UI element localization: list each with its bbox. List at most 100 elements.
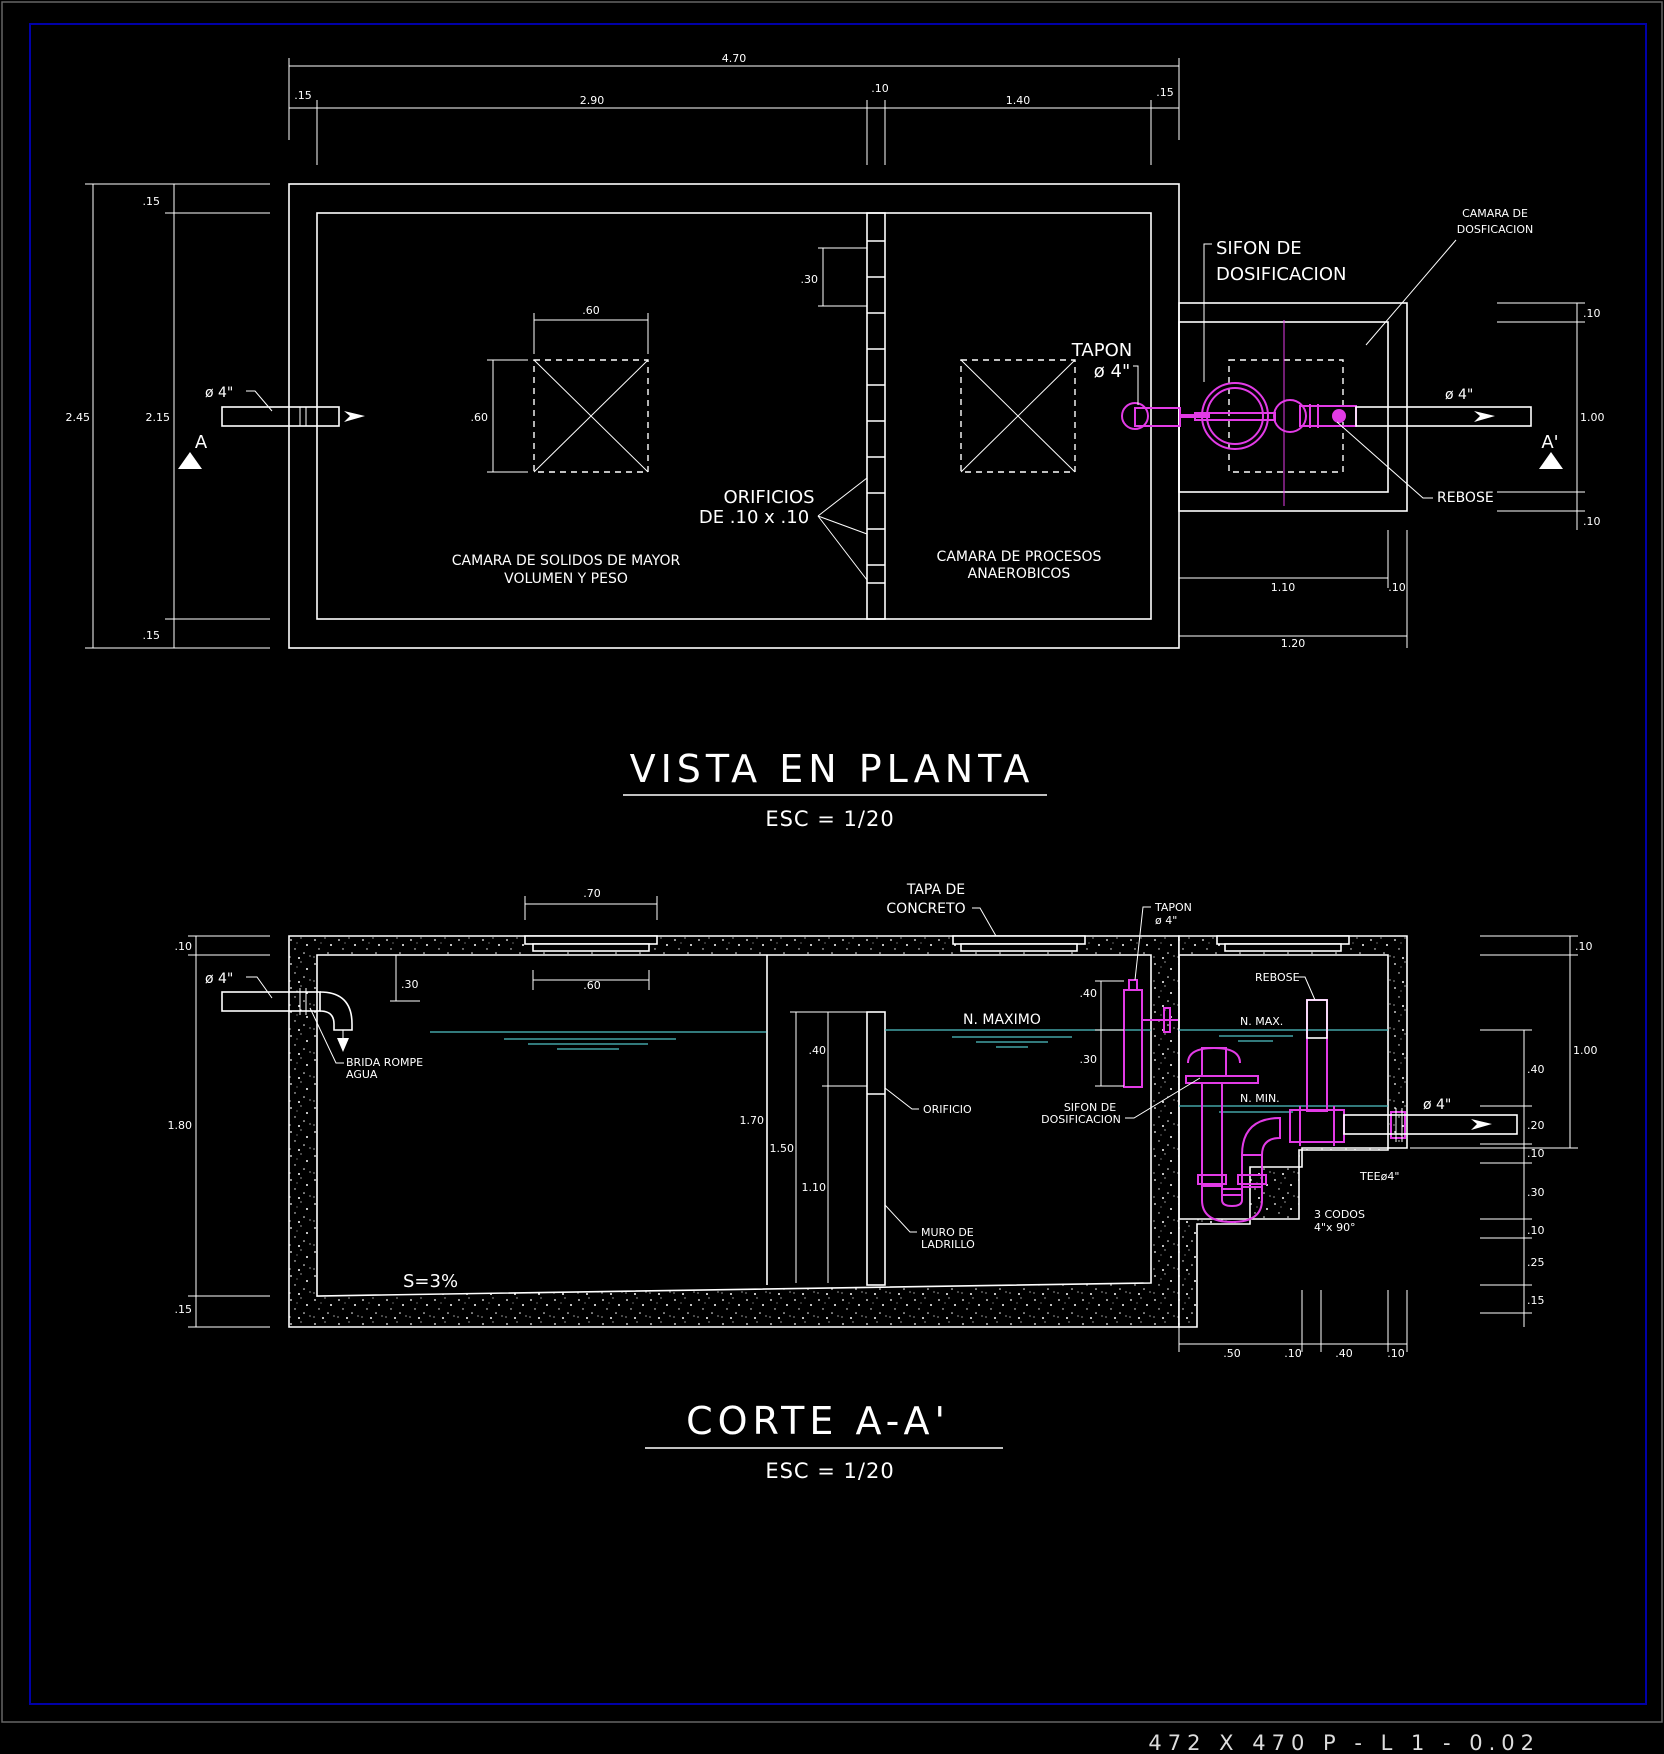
section-inlet-label: ø 4" <box>205 971 233 987</box>
section-tapon-label-1: TAPON <box>1154 901 1192 914</box>
section-outlet-label: ø 4" <box>1423 1097 1451 1113</box>
section-sifon-label-1: SIFON DE <box>1064 1101 1116 1114</box>
plan-dim-chamber2: 1.40 <box>1006 94 1031 107</box>
plan-chamber1-label-2: VOLUMEN Y PESO <box>504 571 628 587</box>
section-dim-depth-total: 1.80 <box>168 1119 193 1132</box>
section-tapon-label-2: ø 4" <box>1155 914 1177 927</box>
plan-siphon-assembly <box>1121 382 1357 450</box>
plan-dim-dose-wall-bottom: .10 <box>1583 515 1601 528</box>
section-dim-lid-inner: .60 <box>583 979 601 992</box>
plan-partition-wall <box>866 212 886 620</box>
plan-dim-chamber1: 2.90 <box>580 94 605 107</box>
section-left-dims <box>188 935 420 1328</box>
section-dim-b-50: .50 <box>1223 1347 1241 1360</box>
plan-hatch-h-label: .60 <box>471 411 489 424</box>
section-muro-label-1: MURO DE <box>921 1226 974 1239</box>
plan-hatch-dims <box>487 247 867 473</box>
plan-dose-ch-label-2: DOSFICACION <box>1457 223 1534 236</box>
section-sifon-label-2: DOSIFICACION <box>1041 1113 1121 1126</box>
section-muro-label-2: LADRILLO <box>921 1238 975 1251</box>
section-dim-r-25: .25 <box>1527 1256 1545 1269</box>
plan-dose-ch-leader <box>1365 239 1457 346</box>
section-n-min-label: N. MIN. <box>1240 1092 1280 1105</box>
section-right-dims <box>1410 935 1578 1327</box>
section-dim-bottom-slab: .15 <box>175 1303 193 1316</box>
section-tee-label: TEEø4" <box>1359 1170 1399 1183</box>
plan-dim-partition: .10 <box>871 82 889 95</box>
section-dose-shell <box>1178 935 1408 1328</box>
section-dim-tapon-40: .40 <box>1080 987 1098 1000</box>
plan-dim-total-length: 4.70 <box>722 52 747 65</box>
section-n-max-label: N. MAX. <box>1240 1015 1283 1028</box>
section-codos-label-2: 4"x 90° <box>1314 1221 1356 1234</box>
section-tapa-leader <box>972 907 997 937</box>
section-dim-b-40: .40 <box>1335 1347 1353 1360</box>
section-dim-b-10a: .10 <box>1284 1347 1302 1360</box>
section-slope-label: S=3% <box>403 1271 458 1292</box>
plan-tapon-leader <box>1133 365 1139 405</box>
plan-dim-dose-inner: 1.00 <box>1580 411 1605 424</box>
plan-inlet-label: ø 4" <box>205 385 233 401</box>
section-tapon-dims <box>1095 980 1124 1087</box>
plan-orifices-label-1: ORIFICIOS <box>723 487 814 508</box>
section-dim-wall-110: 1.10 <box>802 1181 827 1194</box>
plan-dim-dose-inner-len: 1.10 <box>1271 581 1296 594</box>
section-dim-tapon-30: .30 <box>1080 1053 1098 1066</box>
section-tapon-leader <box>1134 906 1151 981</box>
section-marker-a-prime-label: A' <box>1541 432 1558 453</box>
plan-hatch-w-label: .60 <box>582 304 600 317</box>
section-view: .70 .60 .10 1.80 .15 .30 1.70 1.50 .40 1… <box>168 882 1598 1483</box>
section-inlet-leader <box>246 976 273 999</box>
section-dim-r-30: .30 <box>1527 1186 1545 1199</box>
plan-sifon-label-1: SIFON DE <box>1216 238 1302 259</box>
section-dim-lid-outer: .70 <box>583 887 601 900</box>
section-mid-dims <box>766 1011 867 1283</box>
section-dim-r-15: .15 <box>1527 1294 1545 1307</box>
plan-rebose-label: REBOSE <box>1437 490 1494 506</box>
section-marker-a-label: A <box>195 432 208 453</box>
section-title: CORTE A-A' <box>686 1399 950 1443</box>
section-dim-water-150: 1.50 <box>770 1142 795 1155</box>
plan-dose-hatch <box>1228 359 1344 473</box>
plan-title: VISTA EN PLANTA <box>630 747 1035 791</box>
section-codos-label-1: 3 CODOS <box>1314 1208 1365 1221</box>
plan-chamber2-label-1: CAMARA DE PROCESOS <box>937 549 1102 565</box>
plan-dim-wall-right: .15 <box>1156 86 1174 99</box>
plan-sifon-label-2: DOSIFICACION <box>1216 264 1347 285</box>
section-brida-label-2: AGUA <box>346 1068 378 1081</box>
sheet-border-inner <box>29 23 1647 1705</box>
plan-left-dims <box>85 183 270 649</box>
plan-outlet-pipe <box>1355 406 1532 427</box>
plan-dose-ch-label-1: CAMARA DE <box>1462 207 1528 220</box>
plan-bottom-dims <box>1178 530 1408 648</box>
section-muro-leader <box>884 1204 917 1233</box>
plan-dim-inner-width: 2.15 <box>146 411 171 424</box>
section-tapa-label-1: TAPA DE <box>906 882 965 898</box>
plan-outlet-label: ø 4" <box>1445 387 1473 403</box>
plan-chamber1-label-1: CAMARA DE SOLIDOS DE MAYOR <box>452 553 681 569</box>
plan-right-dims <box>1497 302 1585 530</box>
plan-dim-wall-bottom: .15 <box>143 629 161 642</box>
plan-inlet-leader <box>246 390 273 412</box>
plan-dim-dose-wall-right: .10 <box>1388 581 1406 594</box>
section-dim-water-040: .40 <box>809 1044 827 1057</box>
section-rebose-pipe <box>1306 999 1328 1039</box>
section-main-shell <box>288 935 1180 1328</box>
plan-dim-wall-left: .15 <box>294 89 312 102</box>
plan-top-dims <box>288 58 1180 165</box>
plan-orifice-marks <box>867 240 885 584</box>
plan-sifon-leader <box>1203 243 1212 382</box>
section-dim-r-20: .20 <box>1527 1119 1545 1132</box>
section-orificio-label: ORIFICIO <box>923 1103 972 1116</box>
plan-orifices-label-2: DE .10 x .10 <box>699 507 809 528</box>
section-dim-inlet-drop: .30 <box>401 978 419 991</box>
plan-view: .60 .60 .30 <box>66 52 1605 831</box>
section-n-maximo-label: N. MAXIMO <box>963 1012 1041 1028</box>
plan-dim-dose-wall-top: .10 <box>1583 307 1601 320</box>
plan-rebose-leader <box>1336 421 1433 499</box>
section-rebose-label: REBOSE <box>1255 971 1300 984</box>
plan-inlet-pipe <box>221 406 365 427</box>
plan-dim-dose-total-len: 1.20 <box>1281 637 1306 650</box>
section-brick-wall <box>866 1011 886 1286</box>
